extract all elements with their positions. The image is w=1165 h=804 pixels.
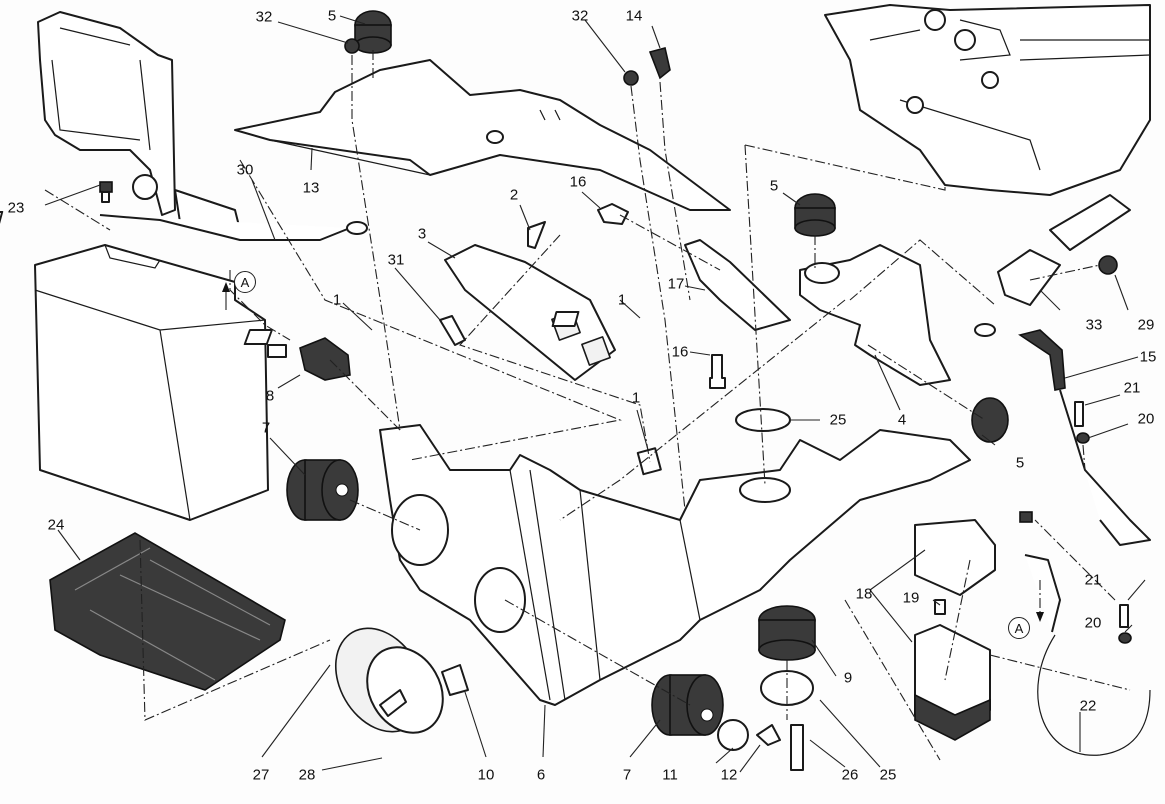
callout-7: 7 [261, 419, 271, 437]
grommet-7-left [286, 459, 359, 521]
callout-10: 10 [477, 766, 495, 784]
callout-30: 30 [236, 161, 254, 179]
assembly-lines [44, 50, 1131, 761]
callout-32: 32 [571, 7, 589, 25]
callout-7: 7 [622, 766, 632, 784]
cable-30 [99, 214, 368, 241]
nut-29 [1098, 255, 1118, 275]
grommet-5-right [794, 193, 836, 237]
screw-32-left [344, 38, 360, 54]
washer-25-upper [735, 408, 791, 432]
callout-31: 31 [387, 251, 405, 269]
arrow-down-icon [1036, 612, 1044, 622]
washer-20-upper [1076, 432, 1090, 444]
callout-1: 1 [332, 291, 342, 309]
callout-24: 24 [47, 516, 65, 534]
callout-11: 11 [662, 766, 678, 784]
cable-22 [1019, 511, 1151, 756]
grommet-9 [758, 605, 816, 661]
bolt-nut-set-23 [0, 181, 113, 225]
callout-25: 25 [879, 766, 897, 784]
frame-bracket-top-left [37, 11, 241, 231]
battery-tray-24 [49, 532, 286, 691]
bracket-10 [441, 664, 469, 696]
bracket-13 [234, 59, 731, 211]
callout-17: 17 [667, 275, 685, 293]
callout-5: 5 [1015, 454, 1025, 472]
reference-marker-a: A [1008, 617, 1030, 639]
callout-19: 19 [902, 589, 920, 607]
bracket-4 [799, 244, 951, 386]
grommet-5-top [354, 10, 392, 54]
grommet-5-lower [971, 397, 1009, 443]
relay-cover-18 [914, 519, 996, 596]
relay-18 [914, 624, 991, 741]
clip-nut-1-b [551, 311, 580, 327]
cable-15 [974, 323, 1151, 546]
fuse-19 [934, 599, 946, 615]
clip-14 [648, 47, 671, 80]
callout-4: 4 [897, 411, 907, 429]
callout-2: 2 [509, 186, 519, 204]
callout-27: 27 [252, 766, 270, 784]
control-unit-3 [444, 244, 616, 381]
callout-15: 15 [1139, 348, 1157, 366]
callout-8: 8 [265, 387, 275, 405]
arrow-up-icon [222, 282, 230, 292]
callout-1: 1 [631, 389, 641, 407]
bolt-21-lower [1119, 604, 1129, 628]
cover-33 [997, 249, 1061, 306]
bolt-16-upper [597, 203, 629, 225]
reference-marker-a: A [234, 271, 256, 293]
callout-13: 13 [302, 179, 320, 197]
callout-16: 16 [569, 173, 587, 191]
callout-14: 14 [625, 7, 643, 25]
bolt-26 [790, 724, 804, 771]
callout-22: 22 [1079, 697, 1097, 715]
clip-31 [439, 315, 466, 346]
engine-crankcase [824, 4, 1151, 196]
callout-33: 33 [1085, 316, 1103, 334]
connector [1049, 194, 1131, 251]
callout-21: 21 [1084, 571, 1102, 589]
bracket-17 [684, 239, 791, 331]
callout-25: 25 [829, 411, 847, 429]
callout-20: 20 [1137, 410, 1155, 428]
callout-5: 5 [769, 177, 779, 195]
bolt-28 [379, 689, 407, 717]
screw-2 [527, 221, 546, 249]
horn-27 [334, 627, 444, 734]
callout-1: 1 [617, 291, 627, 309]
callout-5: 5 [327, 7, 337, 25]
washer-20-lower [1118, 632, 1132, 644]
callout-16: 16 [671, 343, 689, 361]
callout-20: 20 [1084, 614, 1102, 632]
callout-12: 12 [720, 766, 738, 784]
screw-12 [756, 724, 781, 746]
main-tray-6 [379, 424, 971, 706]
leader-lines [44, 15, 1146, 773]
callout-23: 23 [7, 199, 25, 217]
callout-21: 21 [1123, 379, 1141, 397]
clip-nut-1-a [243, 329, 273, 345]
callout-32: 32 [255, 8, 273, 26]
washer-11 [717, 719, 749, 751]
callout-6: 6 [536, 766, 546, 784]
clip-nut-1-c [636, 447, 662, 476]
battery [34, 244, 269, 521]
callout-26: 26 [841, 766, 859, 784]
screw-32-right [623, 70, 639, 86]
callout-3: 3 [417, 225, 427, 243]
clamp-8 [299, 337, 351, 381]
callout-29: 29 [1137, 316, 1155, 334]
callout-18: 18 [855, 585, 873, 603]
bolt-16-lower [709, 354, 726, 389]
battery-nut [267, 344, 287, 358]
grommet-7-right [651, 674, 724, 736]
callout-9: 9 [843, 669, 853, 687]
callout-28: 28 [298, 766, 316, 784]
bolt-21-upper [1074, 401, 1084, 427]
